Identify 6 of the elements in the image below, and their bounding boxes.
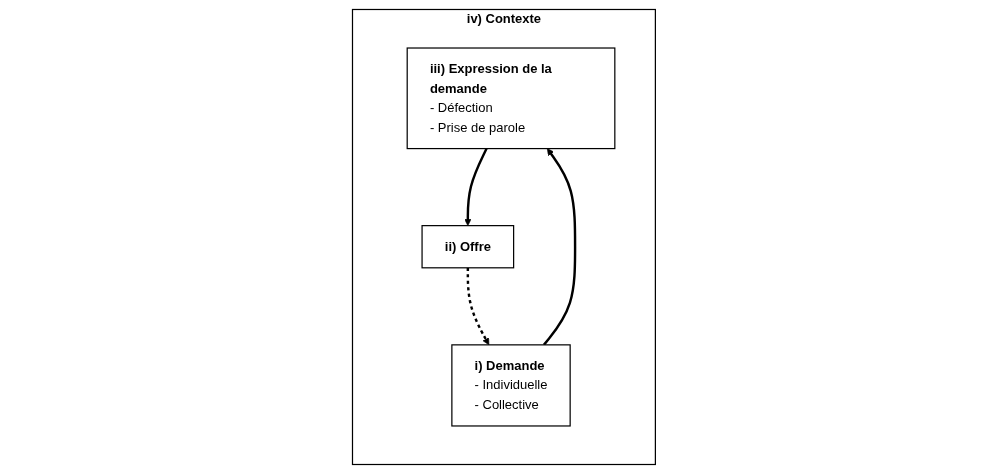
- arrow: [542, 147, 576, 346]
- node-box: ii) Offre: [421, 224, 514, 268]
- node-box: i) Demande - Individuelle - Collective: [450, 343, 571, 427]
- arrow: [466, 267, 489, 345]
- arrow: [463, 147, 488, 226]
- node-box: iii) Expression de la demande - Défection - Prise de parole: [406, 46, 615, 149]
